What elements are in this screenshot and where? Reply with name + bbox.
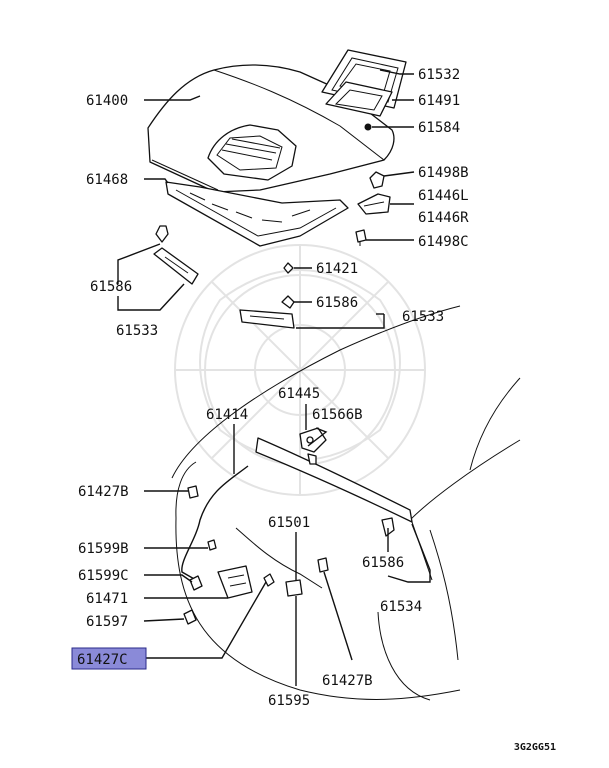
mid-bumper-set xyxy=(239,295,295,329)
hinge-parts xyxy=(355,171,391,246)
part-label-61599C[interactable]: 61599C xyxy=(78,568,129,584)
left-bumper-set xyxy=(153,225,199,285)
part-labels: 61400 61532 61491 61584 61468 61498B 614… xyxy=(77,67,469,709)
hood-hinge-bracket xyxy=(299,427,327,465)
part-label-61468[interactable]: 61468 xyxy=(86,172,128,188)
part-label-61532[interactable]: 61532 xyxy=(418,67,460,83)
part-label-61498C[interactable]: 61498C xyxy=(418,234,469,250)
part-label-61501[interactable]: 61501 xyxy=(268,515,310,531)
part-label-61566B[interactable]: 61566B xyxy=(312,407,363,423)
part-label-61533-right[interactable]: 61533 xyxy=(402,309,444,325)
diagram-code: 3G2GG51 xyxy=(514,742,556,753)
part-label-61421[interactable]: 61421 xyxy=(316,261,358,277)
part-label-61427C[interactable]: 61427C xyxy=(77,652,128,668)
part-label-61446L[interactable]: 61446L xyxy=(418,188,469,204)
highlight-box xyxy=(71,647,147,670)
part-label-61534[interactable]: 61534 xyxy=(380,599,422,615)
part-label-61427B-low[interactable]: 61427B xyxy=(322,673,373,689)
release-cable xyxy=(181,465,323,589)
part-label-61586-mid[interactable]: 61586 xyxy=(316,295,358,311)
part-label-61471[interactable]: 61471 xyxy=(86,591,128,607)
hood-weatherstrip xyxy=(255,437,413,523)
part-label-61498B[interactable]: 61498B xyxy=(418,165,469,181)
hood-scoop xyxy=(207,124,297,181)
part-label-61414[interactable]: 61414 xyxy=(206,407,248,423)
part-label-61427B-left[interactable]: 61427B xyxy=(78,484,129,500)
part-label-61446R[interactable]: 61446R xyxy=(418,210,469,226)
part-label-61445[interactable]: 61445 xyxy=(278,386,320,402)
clip-61421 xyxy=(283,262,294,274)
part-label-61584[interactable]: 61584 xyxy=(418,120,460,136)
part-label-61597[interactable]: 61597 xyxy=(86,614,128,630)
part-label-61533-left[interactable]: 61533 xyxy=(116,323,158,339)
leader-lines xyxy=(117,69,431,686)
vehicle-body xyxy=(171,305,521,701)
part-label-61491[interactable]: 61491 xyxy=(418,93,460,109)
hood-insulator xyxy=(165,181,349,247)
hood-latch xyxy=(183,485,395,625)
part-label-61586-low[interactable]: 61586 xyxy=(362,555,404,571)
part-label-61400[interactable]: 61400 xyxy=(86,93,128,109)
part-label-61595[interactable]: 61595 xyxy=(268,693,310,709)
scoop-grille xyxy=(321,49,407,131)
part-label-61599B[interactable]: 61599B xyxy=(78,541,129,557)
part-label-61586-left[interactable]: 61586 xyxy=(90,279,132,295)
